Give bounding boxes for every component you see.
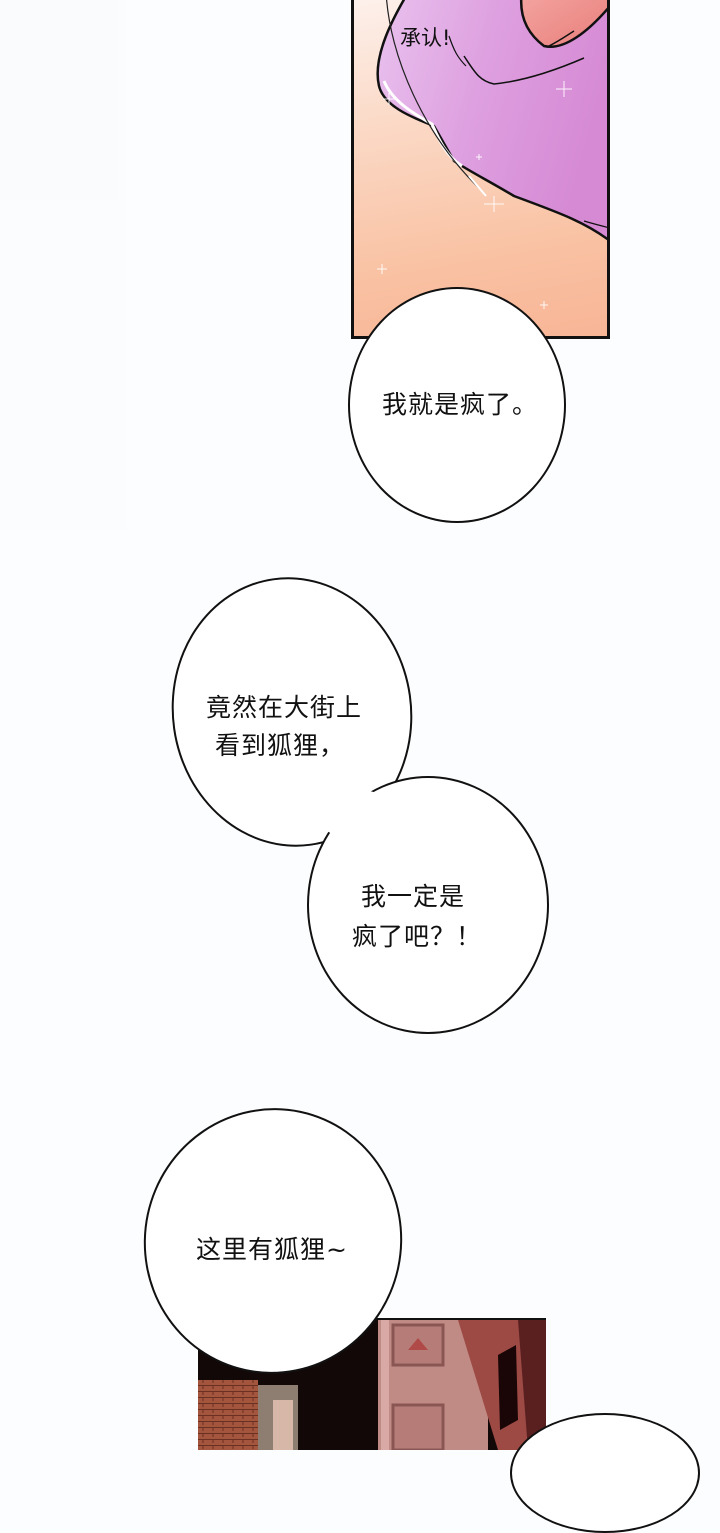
bubble-1-line-1: 我就是疯了。 [382, 390, 539, 419]
bubble-3-line-1: 我一定是 [352, 882, 465, 911]
comic-panel-bottom [198, 1318, 546, 1450]
bubble-4-line-1: 这里有狐狸~ [196, 1235, 348, 1264]
panel-art-garment [376, 0, 607, 309]
bubble-2-line-2: 看到狐狸， [206, 731, 345, 760]
sfx-text: 承认! [400, 26, 451, 50]
bubble-3-line-2: 疯了吧？！ [352, 922, 483, 951]
speech-bubble-1: 我就是疯了。 [348, 287, 566, 523]
panel-art-street [198, 1320, 546, 1450]
speech-bubble-5-partial [510, 1413, 700, 1533]
bubble-2-line-1: 竟然在大街上 [206, 693, 363, 722]
bubble-join-mask [318, 790, 398, 840]
comic-panel-top: 承认! [351, 0, 610, 339]
background-strip-top [0, 0, 118, 200]
